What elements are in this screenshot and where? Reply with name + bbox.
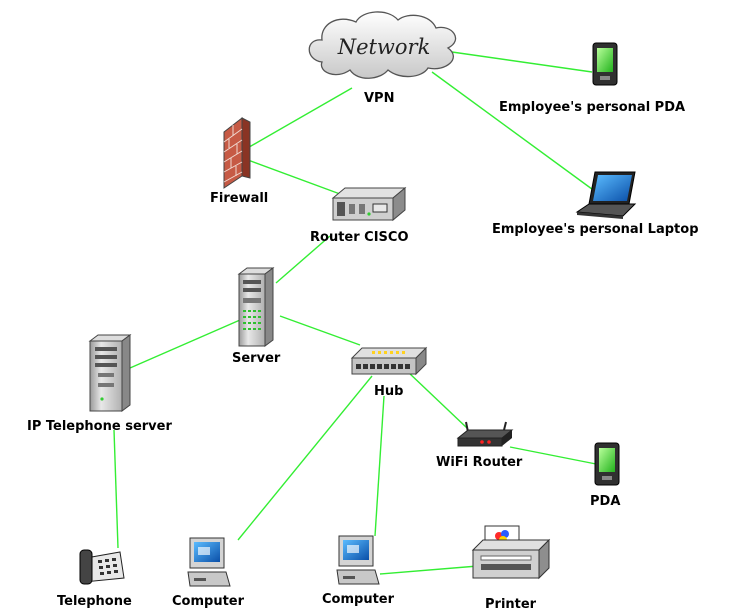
pda-icon[interactable] bbox=[592, 42, 618, 86]
node-label-computer-1: Computer bbox=[172, 594, 245, 609]
node-label-laptop: Employee's personal Laptop bbox=[492, 222, 699, 237]
link-firewall-router-cisco bbox=[247, 159, 341, 195]
node-label-ip-telephone-server: IP Telephone server bbox=[27, 419, 172, 434]
node-label-computer-2: Computer bbox=[322, 592, 395, 607]
link-vpn-firewall bbox=[243, 87, 353, 151]
wifi-router-icon[interactable] bbox=[456, 421, 514, 447]
link-hub-computer1 bbox=[237, 375, 373, 541]
printer-icon[interactable] bbox=[471, 525, 551, 580]
node-label-hub: Hub bbox=[374, 384, 404, 399]
pda-icon[interactable] bbox=[594, 442, 620, 486]
hub-icon[interactable] bbox=[350, 346, 428, 376]
node-label-pda-personal: Employee's personal PDA bbox=[499, 100, 686, 115]
link-hub-computer2 bbox=[374, 395, 385, 537]
node-label-router-cisco: Router CISCO bbox=[310, 230, 409, 245]
link-vpn-laptop bbox=[431, 71, 597, 193]
node-label-vpn: VPN bbox=[364, 91, 395, 106]
server-tower-icon[interactable] bbox=[237, 267, 275, 347]
node-label-printer: Printer bbox=[485, 597, 537, 612]
link-server-ip-tel-server bbox=[129, 319, 241, 369]
link-vpn-pda-personal bbox=[451, 51, 593, 73]
link-wifi-router-pda bbox=[509, 446, 597, 465]
connection-links bbox=[113, 51, 597, 575]
node-label-wifi-router: WiFi Router bbox=[436, 455, 523, 470]
node-label-server: Server bbox=[232, 351, 281, 366]
telephone-icon[interactable] bbox=[79, 549, 125, 585]
link-hub-wifi-router bbox=[407, 371, 468, 429]
firewall-icon[interactable] bbox=[223, 116, 251, 189]
computer-icon[interactable] bbox=[187, 537, 231, 587]
link-computer2-printer bbox=[379, 565, 479, 575]
laptop-icon[interactable] bbox=[575, 171, 637, 219]
node-label-telephone: Telephone bbox=[57, 594, 132, 609]
node-label-firewall: Firewall bbox=[210, 191, 269, 206]
server-tower-icon[interactable] bbox=[88, 334, 132, 412]
computer-icon[interactable] bbox=[336, 535, 380, 585]
link-router-cisco-server bbox=[275, 235, 331, 284]
cloud-label: Network bbox=[337, 35, 431, 59]
node-label-pda: PDA bbox=[590, 494, 621, 509]
router-icon[interactable] bbox=[331, 186, 407, 222]
link-server-hub bbox=[279, 315, 361, 346]
network-cloud-icon[interactable]: Network bbox=[308, 11, 457, 79]
link-ip-tel-server-telephone bbox=[113, 429, 119, 549]
